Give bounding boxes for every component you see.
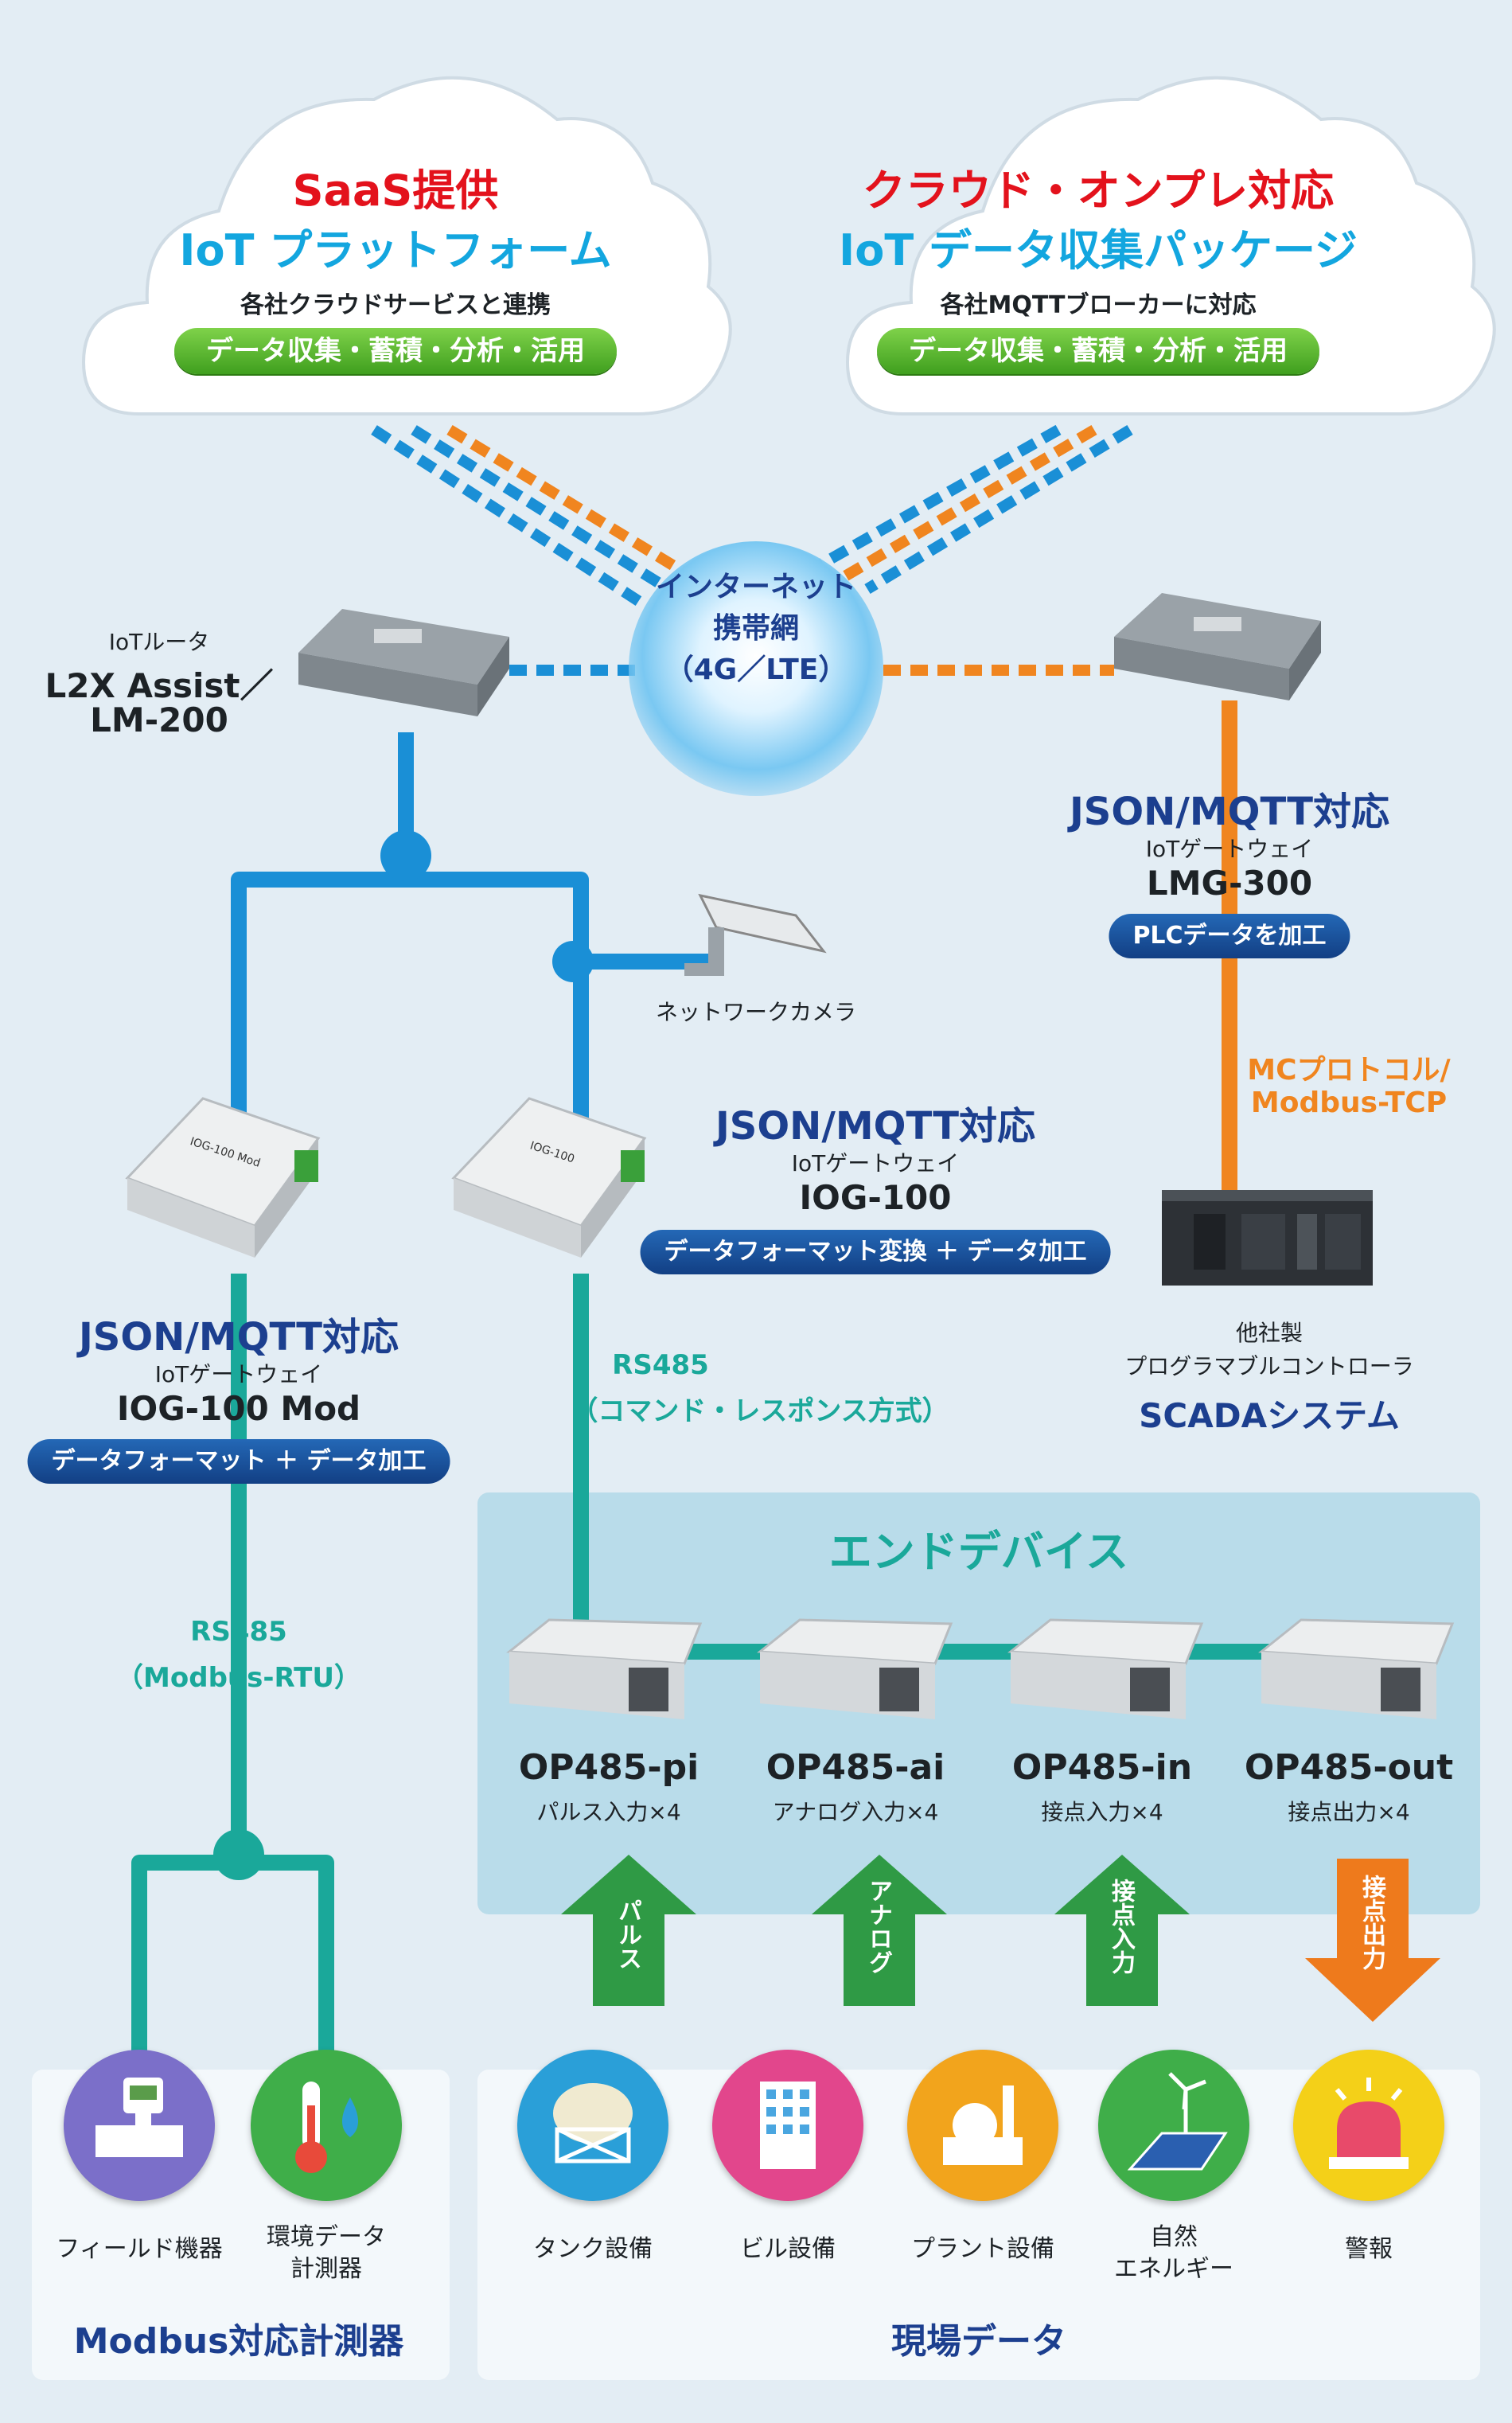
arrow-label-pulse: パルス <box>614 1898 641 1970</box>
dash-blue-left-a <box>411 425 672 594</box>
arrow-analog <box>812 1855 947 2006</box>
signal-arrows <box>561 1855 1440 2022</box>
op485-pi-name: OP485-pi <box>518 1747 699 1788</box>
router-category: IoTルータ <box>108 629 210 655</box>
tank-label: タンク設備 <box>533 2235 653 2263</box>
env-meter-label-line2: 計測器 <box>290 2255 362 2283</box>
op485-devices <box>506 1618 1455 1719</box>
junction-camera <box>552 941 594 982</box>
rs485-cmd-line1: RS485 <box>612 1349 709 1381</box>
natural-energy-icon <box>1098 2050 1249 2201</box>
internet-line3: （4G／LTE） <box>664 654 848 686</box>
right-cloud-subtitle: IoT データ収集パッケージ <box>839 225 1358 275</box>
natural-energy-label-line2: エネルギー <box>1114 2255 1233 2283</box>
plant-icon <box>907 2050 1058 2201</box>
field-meter-icon <box>64 2050 215 2201</box>
lmg300-category: IoTゲートウェイ <box>1145 836 1314 862</box>
arrow-contact-out <box>1305 1859 1440 2022</box>
scada-line1: 他社製 <box>1235 1320 1304 1346</box>
arrow-contact-in <box>1054 1855 1190 2006</box>
iog100-heading: JSON/MQTT対応 <box>715 1104 1036 1149</box>
tank-icon <box>517 2050 668 2201</box>
iog100mod-pill: データフォーマット ＋ データ加工 <box>27 1439 450 1484</box>
op485-out-name: OP485-out <box>1244 1747 1454 1788</box>
internet-globe <box>629 541 883 796</box>
iog100mod-name: IOG-100 Mod <box>116 1389 361 1428</box>
footer-field-data: 現場データ <box>891 2321 1066 2362</box>
op485-ai-sub: アナログ入力×4 <box>772 1799 939 1825</box>
op485-out-sub: 接点出力×4 <box>1288 1799 1410 1825</box>
op485-out-device <box>1258 1618 1455 1719</box>
building-label: ビル設備 <box>740 2235 836 2263</box>
scada-line2: プログラマブルコントローラ <box>1124 1353 1414 1379</box>
op485-ai-name: OP485-ai <box>766 1747 945 1788</box>
lmg300-pill: PLCデータを加工 <box>1109 914 1350 958</box>
junction-main <box>380 830 431 881</box>
rs485-modbus-line1: RS485 <box>190 1616 287 1648</box>
iog100mod-heading: JSON/MQTT対応 <box>78 1315 399 1360</box>
iog100-device <box>451 1097 647 1258</box>
env-meter-label-line1: 環境データ <box>267 2223 386 2251</box>
arrow-label-analog: アナログ <box>864 1879 892 1974</box>
thermometer-icon <box>251 2050 402 2201</box>
alarm-icon <box>1293 2050 1444 2201</box>
iog100mod-device <box>125 1097 321 1258</box>
right-cloud-pill: データ収集・蓄積・分析・活用 <box>877 328 1319 374</box>
op485-ai-device <box>757 1618 953 1719</box>
left-cloud-subtitle: IoT プラットフォーム <box>179 225 612 275</box>
mc-protocol-line1: MCプロトコル/ <box>1247 1054 1451 1087</box>
end-device-panel <box>477 1492 1480 1914</box>
plant-label: プラント設備 <box>911 2235 1054 2263</box>
left-cloud-title: SaaS提供 <box>292 166 499 216</box>
left-cloud-pill: データ収集・蓄積・分析・活用 <box>174 328 617 374</box>
arrow-label-contact-in: 接点入力 <box>1107 1879 1135 1974</box>
left-cloud-description: 各社クラウドサービスと連携 <box>240 291 551 319</box>
dash-orange-left <box>446 425 696 582</box>
end-devices-title: エンドデバイス <box>828 1527 1129 1577</box>
op485-in-sub: 接点入力×4 <box>1041 1799 1163 1825</box>
camera-label: ネットワークカメラ <box>655 999 857 1025</box>
lmg300-heading: JSON/MQTT対応 <box>1069 790 1390 834</box>
op485-pi-device <box>506 1618 703 1719</box>
op485-in-device <box>1007 1618 1204 1719</box>
alarm-label: 警報 <box>1345 2235 1393 2263</box>
arrow-pulse <box>561 1855 696 2006</box>
natural-energy-label-line1: 自然 <box>1150 2223 1198 2251</box>
dash-orange-right <box>840 424 1097 583</box>
op485-in-name: OP485-in <box>1011 1747 1193 1788</box>
mc-protocol-line2: Modbus-TCP <box>1250 1087 1448 1119</box>
router-device <box>298 609 509 716</box>
scada-name: SCADAシステム <box>1139 1396 1400 1435</box>
junction-modbus <box>213 1829 264 1880</box>
lmg300-device <box>1114 593 1321 700</box>
iog100mod-category: IoTゲートウェイ <box>154 1361 323 1387</box>
arrow-label-contact-out: 接点出力 <box>1358 1875 1385 1970</box>
lmg300-name: LMG-300 <box>1146 864 1313 903</box>
rs485-modbus-line2: （Modbus-RTU） <box>116 1662 361 1694</box>
router-name-line2: LM-200 <box>90 700 228 739</box>
line-modbus-branch <box>131 1855 334 2054</box>
field-meter-label: フィールド機器 <box>56 2235 223 2263</box>
building-icon <box>712 2050 863 2201</box>
internet-line2: 携帯網 <box>712 612 800 645</box>
dash-blue-right-a <box>864 425 1133 594</box>
right-cloud-title: クラウド・オンプレ対応 <box>862 166 1335 216</box>
op485-pi-sub: パルス入力×4 <box>536 1799 681 1825</box>
iog100-name: IOG-100 <box>799 1178 952 1217</box>
iog100-pill: データフォーマット変換 ＋ データ加工 <box>640 1230 1111 1274</box>
camera-device <box>684 893 827 976</box>
dash-blue-right-b <box>816 424 1062 571</box>
router-name-line1: L2X Assist／ <box>45 666 274 705</box>
right-cloud-description: 各社MQTTブローカーに対応 <box>940 291 1257 319</box>
plc-device <box>1162 1190 1373 1286</box>
iog100-category: IoTゲートウェイ <box>791 1150 960 1176</box>
internet-line1: インターネット <box>655 571 857 603</box>
rs485-cmd-line2: （コマンド・レスポンス方式） <box>571 1395 949 1427</box>
footer-modbus: Modbus対応計測器 <box>73 2321 404 2362</box>
